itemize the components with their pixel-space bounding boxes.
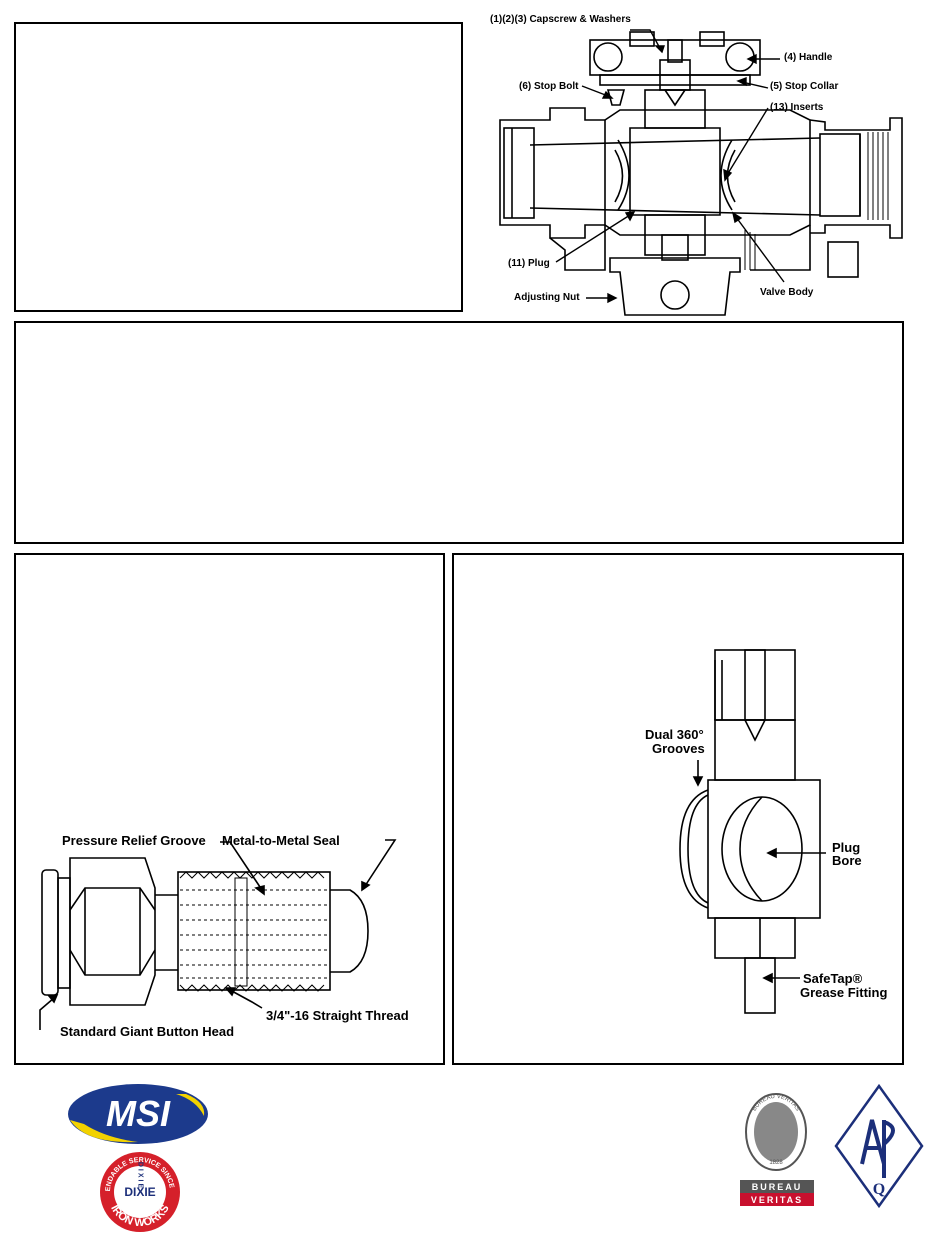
label-dual-grooves-line1: Dual 360° <box>645 727 704 742</box>
api-q-text: Q <box>873 1181 885 1198</box>
text-panel-top-left <box>14 22 463 312</box>
grease-fitting-diagram <box>39 839 397 1030</box>
label-handle: (4) Handle <box>784 52 833 63</box>
bv-bottom-1: BUREAU <box>752 1182 803 1192</box>
valve-cross-section-diagram <box>499 29 903 316</box>
label-stop-collar: (5) Stop Collar <box>770 81 839 92</box>
plug-detail-panel <box>452 553 904 1065</box>
grease-fitting-panel <box>14 553 445 1065</box>
label-capscrew-washers: (1)(2)(3) Capscrew & Washers <box>490 14 631 25</box>
label-inserts: (13) Inserts <box>770 102 824 113</box>
label-straight-thread: 3/4"-16 Straight Thread <box>266 1008 409 1023</box>
msi-logo: MSI <box>68 1084 208 1144</box>
plug-detail-diagram <box>679 649 826 1014</box>
label-safetap-line1: SafeTap® <box>803 971 863 986</box>
label-valve-body: Valve Body <box>760 287 814 298</box>
bureau-veritas-logo: BUREAU VERITAS 1828 BUREAU VERITAS <box>740 1093 814 1206</box>
label-plug: (11) Plug <box>508 258 550 269</box>
label-plug-bore-line2: Bore <box>832 853 862 868</box>
bv-year-text: 1828 <box>769 1160 783 1166</box>
label-dual-grooves-line2: Grooves <box>652 741 705 756</box>
dixie-vertical-text: DIXIE <box>137 1162 144 1190</box>
msi-logo-text: MSI <box>106 1093 171 1134</box>
label-pressure-relief-groove: Pressure Relief Groove <box>62 833 206 848</box>
text-panel-middle <box>14 321 904 544</box>
label-metal-seal: Metal-to-Metal Seal <box>222 833 340 848</box>
label-adjusting-nut: Adjusting Nut <box>514 292 580 303</box>
dixie-horizontal-text: DIXIE <box>124 1185 155 1199</box>
bv-bottom-2: VERITAS <box>751 1195 803 1205</box>
label-plug-bore-line1: Plug <box>832 840 861 855</box>
label-button-head: Standard Giant Button Head <box>60 1024 235 1039</box>
label-safetap-line2: Grease Fitting <box>800 985 888 1000</box>
dixie-iron-works-logo: DEPENDABLE SERVICE SINCE 1913 IRON WORKS… <box>95 1145 180 1232</box>
label-stop-bolt: (6) Stop Bolt <box>519 81 579 92</box>
api-q-logo: Q <box>834 1083 924 1209</box>
